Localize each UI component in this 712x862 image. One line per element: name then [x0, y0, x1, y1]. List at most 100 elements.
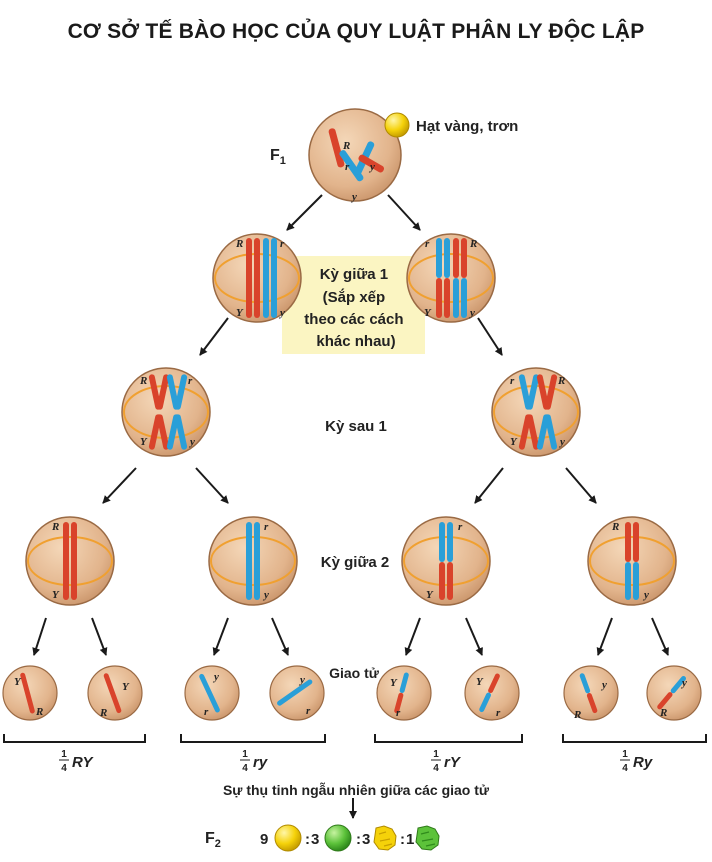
- gamete-fraction: 1 4 RY: [59, 749, 95, 774]
- anaphase1-label: Kỳ sau 1: [325, 418, 387, 435]
- allele-label: r: [280, 238, 285, 250]
- spindle: [408, 253, 494, 303]
- yellow-round-seed-icon: [274, 824, 302, 852]
- chromosome-blue: [461, 278, 467, 318]
- svg-text:1: 1: [61, 749, 67, 760]
- f2-ratio: 9 : 3 : 3 : 1: [260, 824, 440, 852]
- arrow: [465, 617, 483, 656]
- metaphase2-cell-1: R Y: [25, 516, 115, 606]
- chromosome-red: [453, 238, 459, 278]
- gamete-cell: y R: [563, 665, 619, 721]
- svg-text:Y: Y: [390, 677, 398, 689]
- anaphase1-cell-left: R r Y y: [121, 367, 211, 457]
- allele-label: y: [188, 436, 195, 448]
- f1-cell: R y r y: [308, 108, 402, 203]
- svg-text:RY: RY: [72, 754, 95, 771]
- spindle: [27, 536, 113, 586]
- allele-label: y: [350, 191, 357, 203]
- svg-text:4: 4: [242, 763, 248, 774]
- ratio-count: 3: [311, 831, 319, 848]
- svg-text:r: r: [396, 707, 401, 719]
- seed-legend: Hạt vàng, trơn: [416, 118, 518, 135]
- spindle: [210, 536, 296, 586]
- svg-text:Y: Y: [14, 676, 22, 688]
- chromosome-blue: [271, 238, 277, 318]
- allele-label: r: [188, 375, 193, 387]
- allele-label: r: [425, 238, 430, 250]
- arrow: [102, 467, 137, 504]
- allele-label: y: [278, 307, 285, 319]
- chromosome-blue: [625, 562, 631, 600]
- bracket: [180, 734, 326, 743]
- ratio-separator: :: [400, 831, 405, 848]
- allele-label: Y: [52, 589, 60, 601]
- svg-text:R: R: [659, 707, 667, 719]
- allele-label: R: [51, 521, 59, 533]
- allele-label: y: [262, 589, 269, 601]
- metaphase2-cell-2: r y: [208, 516, 298, 606]
- chromosome-red: [358, 154, 385, 173]
- svg-text:4: 4: [433, 763, 439, 774]
- arrow: [271, 617, 289, 656]
- chromosome-red: [526, 414, 540, 450]
- chromosome-red: [246, 238, 252, 318]
- gametes-label: Giao tử: [329, 665, 380, 681]
- svg-text:rY: rY: [444, 754, 462, 771]
- svg-text:Y: Y: [122, 681, 130, 693]
- chromosome-blue: [263, 238, 269, 318]
- page-title: CƠ SỞ TẾ BÀO HỌC CỦA QUY LUẬT PHÂN LY ĐỘ…: [67, 20, 645, 43]
- chromosome-blue: [436, 238, 442, 278]
- f2-label: F2: [205, 830, 221, 850]
- svg-text:y: y: [600, 679, 607, 691]
- svg-text:y: y: [298, 674, 305, 686]
- arrow: [404, 617, 421, 656]
- spindle: [589, 536, 675, 586]
- green-wrinkled-seed-icon: [415, 825, 440, 851]
- gamete-cell: y r: [184, 665, 240, 721]
- arrow: [596, 617, 613, 656]
- arrow: [195, 467, 229, 504]
- svg-text:y: y: [212, 671, 219, 683]
- svg-text:R: R: [573, 709, 581, 721]
- arrow: [565, 467, 597, 504]
- arrow: [477, 317, 503, 356]
- chromosome-red: [544, 374, 558, 410]
- arrows: [32, 194, 669, 819]
- gamete-cell: y r: [269, 665, 325, 721]
- gamete-cell: Y R: [2, 665, 58, 721]
- allele-label: Y: [510, 436, 518, 448]
- chromosome-blue: [633, 562, 639, 600]
- f1-label: F1: [270, 147, 286, 167]
- metaphase2-cell-3: r Y: [401, 516, 491, 606]
- chromosome-blue: [174, 414, 188, 450]
- svg-text:r: r: [204, 706, 209, 718]
- chromosome-red: [436, 278, 442, 318]
- chromosome-blue: [526, 374, 540, 410]
- allele-label: y: [468, 307, 475, 319]
- gamete-cell: Y R: [87, 665, 143, 721]
- arrow: [199, 317, 229, 356]
- metaphase1-cell-left: R r Y y: [212, 233, 302, 323]
- allele-label: Y: [236, 307, 244, 319]
- gamete-cell: Y r: [376, 665, 432, 721]
- green-round-seed-icon: [324, 824, 352, 852]
- svg-text:r: r: [306, 705, 311, 717]
- chromosome-red: [625, 522, 631, 562]
- bracket: [3, 734, 146, 743]
- fertilization-label: Sự thụ tinh ngẫu nhiên giữa các giao tử: [223, 782, 490, 798]
- allele-label: y: [642, 589, 649, 601]
- chromosome-red: [439, 562, 445, 600]
- chromosome-blue: [246, 522, 252, 600]
- arrow: [474, 467, 504, 504]
- svg-text:1: 1: [242, 749, 248, 760]
- arrow: [212, 617, 229, 656]
- allele-label: y: [558, 436, 565, 448]
- chromosome-red: [447, 562, 453, 600]
- chromosome-blue: [544, 414, 558, 450]
- svg-text:R: R: [99, 707, 107, 719]
- yellow-round-seed-icon: [384, 112, 410, 138]
- anaphase1-cell-right: r R Y y: [491, 367, 581, 457]
- chromosome-blue: [453, 278, 459, 318]
- svg-text:Y: Y: [476, 676, 484, 688]
- ratio-count: 1: [406, 831, 414, 848]
